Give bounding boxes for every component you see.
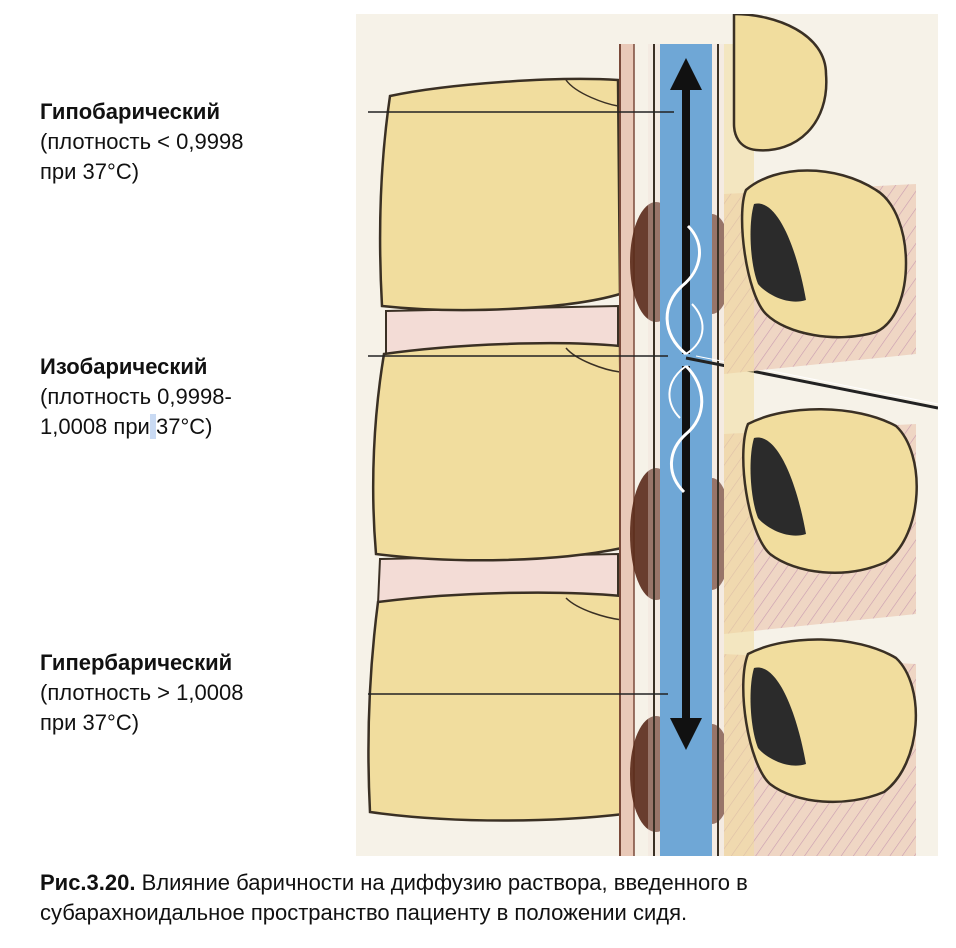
vertebral-bodies	[367, 77, 626, 822]
label-hyperbaric-title: Гипербарический	[40, 650, 233, 675]
vertebra-body-2	[371, 341, 624, 562]
text-selection-highlight	[149, 414, 156, 439]
label-hypobaric: Гипобарический (плотность < 0,9998 при 3…	[40, 97, 243, 187]
label-isobaric-line2: 1,0008 при 37°C)	[40, 412, 232, 442]
pointer-lines	[368, 111, 674, 695]
posterior-ligament	[620, 44, 634, 856]
label-hyperbaric: Гипербарический (плотность > 1,0008 при …	[40, 648, 243, 738]
spinous-processes	[732, 14, 918, 804]
label-isobaric-title: Изобарический	[40, 354, 208, 379]
cancellous-bone-1	[750, 203, 806, 302]
diffusion-arrows	[665, 58, 704, 750]
label-hypobaric-title: Гипобарический	[40, 99, 220, 124]
label-hypobaric-line1: (плотность < 0,9998	[40, 129, 244, 154]
vertebra-body-3	[367, 591, 626, 822]
figure-caption: Рис.3.20. Влияние баричности на диффузию…	[40, 868, 940, 928]
cancellous-bone-2	[750, 437, 806, 536]
label-isobaric-line2-a: 1,0008 при	[40, 414, 150, 439]
label-isobaric-line1: (плотность 0,9998-	[40, 384, 232, 409]
label-hyperbaric-line1: (плотность > 1,0008	[40, 680, 244, 705]
label-isobaric: Изобарический (плотность 0,9998- 1,0008 …	[40, 352, 232, 442]
swirl-lower	[670, 364, 704, 494]
spine-illustration	[356, 14, 938, 856]
lamina-top	[732, 14, 828, 152]
swirl-upper	[665, 224, 701, 356]
cancellous-bone-3	[750, 667, 806, 766]
vertebra-body-1	[378, 77, 622, 312]
figure-reference: Рис.3.20.	[40, 870, 136, 895]
label-isobaric-line2-b: 37°C)	[155, 414, 213, 439]
label-hyperbaric-line2: при 37°C)	[40, 710, 140, 735]
label-hypobaric-line2: при 37°C)	[40, 159, 140, 184]
caption-text: Влияние баричности на диффузию раствора,…	[40, 870, 748, 925]
